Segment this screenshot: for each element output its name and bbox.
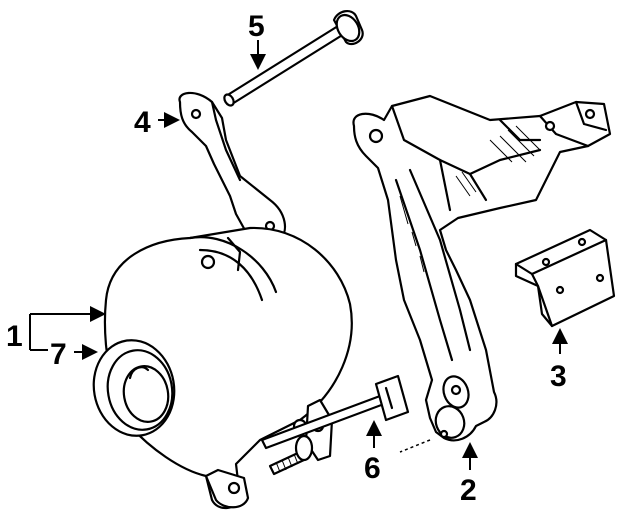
callout-3: 3 xyxy=(550,360,567,393)
callout-2: 2 xyxy=(460,474,477,507)
pulley-part-7 xyxy=(92,339,176,437)
bolt-part-6 xyxy=(260,374,410,450)
bolt-part-5 xyxy=(223,10,364,107)
callout-5: 5 xyxy=(248,10,265,43)
callout-4: 4 xyxy=(134,106,151,139)
bracket-part-2 xyxy=(352,94,612,453)
callout-leaders xyxy=(29,40,568,470)
bracket-part-4 xyxy=(178,91,287,247)
callout-7: 7 xyxy=(50,338,67,371)
alternator-part-1 xyxy=(92,226,353,510)
callout-6: 6 xyxy=(364,452,381,485)
bracket-part-3 xyxy=(514,228,616,328)
callout-1: 1 xyxy=(6,320,23,353)
